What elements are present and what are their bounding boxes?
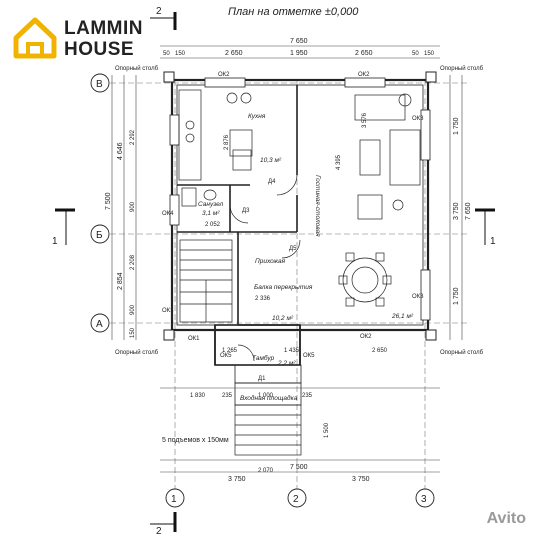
- misc-dim-h2: 2 052: [205, 222, 221, 228]
- section-mark-bottom: 2: [156, 526, 162, 537]
- window-label-ok5-right: ОК5: [303, 353, 315, 359]
- room-kitchen-name: Кухня: [248, 113, 266, 120]
- steps-label: 5 подъемов х 150мм: [162, 437, 229, 444]
- window-label-ok2-right: ОК2: [358, 72, 370, 78]
- column-label-tr: Опорный столб: [440, 65, 484, 72]
- window-label-ok3-bottom: ОК3: [412, 294, 424, 300]
- misc-dim-k1: 2 876: [224, 134, 230, 150]
- window-label-ok5-left: ОК5: [220, 353, 232, 359]
- dim-bottom-inner-4: 2 070: [258, 468, 274, 474]
- dim-bottom-0: 3 750: [228, 476, 246, 483]
- dim-bottom-inner-2: 1 000: [258, 393, 274, 399]
- dim-bottom-inner-0: 1 830: [190, 393, 206, 399]
- room-hall-name: Прихожая: [255, 258, 286, 265]
- brand-logo: [10, 14, 170, 64]
- door-label-d1: Д1: [258, 376, 266, 382]
- room-landing-name: Балка перекрытия: [254, 284, 313, 291]
- dim-right-total: 7 650: [465, 202, 472, 220]
- room-bath-area: 3,1 м²: [202, 210, 220, 217]
- brand-name-line1: LAMMIN: [64, 18, 143, 39]
- window-marks: [169, 77, 431, 321]
- dim-left-inner-1: 900: [130, 201, 136, 212]
- dim-right-2: 1 750: [453, 287, 460, 305]
- room-landing-area: 10,2 м²: [272, 315, 294, 322]
- dim-left-total: 7 500: [105, 192, 112, 210]
- window-label-ok1-bottom: ОК1: [188, 336, 200, 342]
- room-porch-name: Входная площадка: [240, 394, 298, 402]
- dim-left-outer-1: 2 854: [117, 272, 124, 290]
- misc-dim-k3: 4 395: [336, 154, 342, 170]
- dim-top-5: 50: [412, 51, 419, 57]
- axis-row-a: А: [96, 319, 103, 330]
- misc-dim-b3: 2 650: [372, 348, 388, 354]
- door-label-d4: Д4: [268, 179, 276, 185]
- window-label-ok2-bottom: ОК2: [360, 334, 372, 340]
- dim-bottom-inner-1: 235: [222, 393, 233, 399]
- door-label-d5: Д5: [289, 246, 297, 252]
- axis-row-b: Б: [96, 230, 103, 241]
- dim-bottom-inner-3: 235: [302, 393, 313, 399]
- axis-bubbles: [90, 73, 435, 508]
- column-label-tl: Опорный столб: [115, 65, 159, 72]
- dim-right-0: 1 750: [453, 117, 460, 135]
- axis-col-3: 3: [421, 494, 427, 505]
- steps: [234, 404, 302, 456]
- dim-top-1: 150: [175, 51, 186, 57]
- dim-left-inner-4: 150: [130, 327, 136, 338]
- column-label-br: Опорный столб: [440, 349, 484, 356]
- dim-top-2: 2 650: [225, 50, 243, 57]
- window-label-ok2-left: ОК2: [218, 72, 230, 78]
- axis-col-2: 2: [293, 494, 299, 505]
- misc-dim-k2: 3 576: [362, 112, 368, 128]
- dim-left-inner-3: 900: [130, 304, 136, 315]
- house-logo-icon: [13, 17, 57, 59]
- section-mark-right: 1: [490, 236, 496, 247]
- door-label-d3: Д3: [242, 208, 250, 214]
- dim-top-4: 2 650: [355, 50, 373, 57]
- dim-left-inner-0: 2 292: [130, 129, 136, 145]
- room-kitchen-area: 10,3 м²: [260, 157, 282, 164]
- misc-dim-b1: 1 265: [222, 348, 238, 354]
- dim-bottom-1: 3 750: [352, 476, 370, 483]
- section-mark-left: 1: [52, 236, 58, 247]
- page-title: План на отметке ±0,000: [228, 6, 359, 18]
- dim-top-6: 150: [424, 51, 435, 57]
- room-living-area: 26,1 м²: [391, 313, 414, 320]
- dim-top-3: 1 950: [290, 50, 308, 57]
- window-label-ok1-left: ОК1: [162, 308, 174, 314]
- room-tambour-name: Тамбур: [252, 354, 275, 362]
- axis-row-v: В: [96, 79, 103, 90]
- misc-dim-b4: 1 500: [324, 422, 330, 438]
- door-swings: [229, 174, 301, 362]
- bathroom-fixtures: [181, 187, 217, 207]
- window-label-ok4: ОК4: [162, 211, 174, 217]
- column-label-bl: Опорный столб: [115, 349, 159, 356]
- dim-left-inner-2: 2 208: [130, 254, 136, 270]
- window-label-ok3-top: ОК3: [412, 116, 424, 122]
- corner-columns: [163, 71, 437, 341]
- brand-name-line2: HOUSE: [64, 39, 135, 60]
- watermark: Avito: [486, 510, 526, 527]
- room-bath-name: Санузел: [198, 201, 224, 208]
- living-furniture: [338, 93, 421, 307]
- dimension-lines: [111, 45, 463, 473]
- section-lines: [55, 12, 495, 532]
- misc-dim-h1: 2 336: [255, 296, 271, 302]
- kitchen-furniture: [178, 89, 253, 181]
- dim-top-total: 7 650: [290, 38, 308, 45]
- axis-col-1: 1: [171, 494, 177, 505]
- staircase: [179, 239, 233, 323]
- section-mark-top: 2: [156, 6, 162, 17]
- dim-left-outer-0: 4 646: [117, 142, 124, 160]
- room-living-name: Гостиная-столовая: [314, 175, 321, 237]
- room-tambour-area: 2,2 м²: [277, 360, 296, 367]
- dim-top-0: 50: [163, 51, 170, 57]
- dim-bottom-total: 7 500: [290, 464, 308, 471]
- misc-dim-b2: 1 435: [284, 348, 300, 354]
- dim-right-1: 3 750: [453, 202, 460, 220]
